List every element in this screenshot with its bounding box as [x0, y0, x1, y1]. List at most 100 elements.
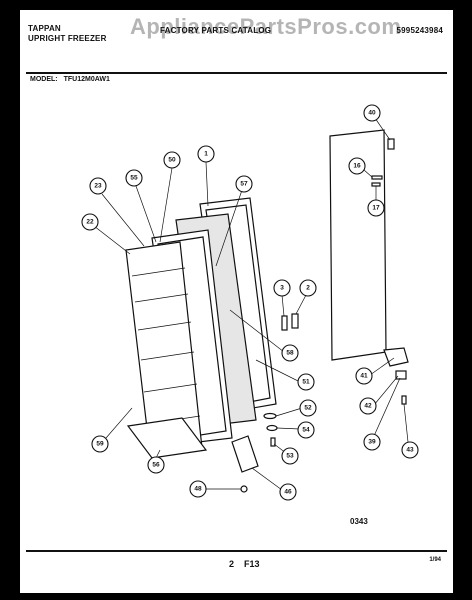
bottom-rule — [26, 550, 447, 552]
shelf-2 — [134, 293, 189, 303]
callout-50: 50 — [163, 151, 181, 169]
callout-56-label: 56 — [152, 462, 160, 469]
callout-43-label: 43 — [406, 447, 414, 454]
callout-23-label: 23 — [94, 183, 102, 190]
callout-48-label: 48 — [194, 486, 202, 493]
leader-39 — [373, 377, 401, 437]
callout-39: 39 — [363, 433, 381, 451]
callout-42: 42 — [359, 397, 377, 415]
callout-57-label: 57 — [240, 181, 248, 188]
shelf-5 — [143, 383, 198, 393]
callout-54-label: 54 — [302, 427, 310, 434]
callout-55-label: 55 — [130, 175, 138, 182]
revision-date: 1/94 — [429, 557, 441, 563]
callout-55: 55 — [125, 169, 143, 187]
callout-51-label: 51 — [302, 379, 310, 386]
model-line: MODEL: TFU12M0AW1 — [30, 76, 110, 83]
model-label: MODEL: — [30, 76, 58, 83]
callout-2-label: 2 — [306, 285, 310, 292]
leader-55 — [135, 185, 157, 243]
leader-23 — [101, 193, 145, 247]
door-stop-clip — [291, 313, 299, 329]
callout-16-label: 16 — [353, 163, 361, 170]
callout-1: 1 — [197, 145, 215, 163]
callout-16: 16 — [348, 157, 366, 175]
callout-23: 23 — [89, 177, 107, 195]
door-stop — [281, 315, 288, 331]
callout-1-label: 1 — [204, 151, 208, 158]
parts-sheet: AppliancePartsPros.com TAPPAN UPRIGHT FR… — [20, 10, 453, 593]
figure-id: 0343 — [350, 517, 368, 526]
leader-54 — [276, 427, 301, 430]
callout-3: 3 — [273, 279, 291, 297]
leader-50 — [159, 167, 173, 243]
callout-59: 59 — [91, 435, 109, 453]
washer — [263, 412, 277, 420]
leader-16 — [363, 169, 373, 178]
part-number: 5995243984 — [396, 26, 443, 35]
leader-52 — [275, 407, 303, 417]
leader-22 — [93, 225, 131, 255]
shelf-1 — [131, 267, 186, 277]
door-handle — [231, 435, 259, 473]
callout-40: 40 — [363, 104, 381, 122]
callout-57: 57 — [235, 175, 253, 193]
figure-code: F13 — [244, 559, 260, 569]
door-label — [371, 175, 383, 180]
hinge-pin-top — [387, 138, 395, 150]
callout-22: 22 — [81, 213, 99, 231]
page-footer: 2 F13 — [229, 559, 260, 569]
callout-41: 41 — [355, 367, 373, 385]
callout-53-label: 53 — [286, 453, 294, 460]
callout-2: 2 — [299, 279, 317, 297]
callout-40-label: 40 — [368, 110, 376, 117]
leader-40 — [374, 117, 391, 141]
callout-48: 48 — [189, 480, 207, 498]
leader-3 — [281, 294, 285, 317]
leader-59 — [105, 407, 133, 439]
callout-53: 53 — [281, 447, 299, 465]
leader-2 — [295, 294, 307, 315]
screw — [270, 437, 276, 447]
callout-58: 58 — [281, 344, 299, 362]
bottom-hinge — [383, 347, 409, 367]
leader-43 — [403, 403, 409, 443]
hinge-bushing — [395, 370, 407, 380]
leader-51 — [255, 359, 301, 383]
callout-17: 17 — [367, 199, 385, 217]
brand-label: TAPPAN — [28, 24, 61, 33]
callout-58-label: 58 — [286, 350, 294, 357]
callout-41-label: 41 — [360, 373, 368, 380]
callout-43: 43 — [401, 441, 419, 459]
leader-46 — [251, 467, 283, 491]
callout-46: 46 — [279, 483, 297, 501]
callout-3-label: 3 — [280, 285, 284, 292]
bottom-trim — [126, 417, 208, 459]
product-label: UPRIGHT FREEZER — [28, 34, 107, 43]
callout-46-label: 46 — [284, 489, 292, 496]
callout-17-label: 17 — [372, 205, 380, 212]
handle-screw — [240, 485, 248, 493]
catalog-label: FACTORY PARTS CATALOG — [160, 26, 272, 35]
page-number: 2 — [229, 559, 235, 569]
model-value: TFU12M0AW1 — [63, 76, 110, 83]
callout-22-label: 22 — [86, 219, 94, 226]
hinge-screw — [401, 395, 407, 405]
callout-54: 54 — [297, 421, 315, 439]
leader-1 — [205, 161, 209, 207]
callout-42-label: 42 — [364, 403, 372, 410]
callout-50-label: 50 — [168, 157, 176, 164]
leader-57 — [215, 189, 243, 267]
callout-59-label: 59 — [96, 441, 104, 448]
watermark: AppliancePartsPros.com — [130, 14, 402, 39]
callout-56: 56 — [147, 456, 165, 474]
exploded-diagram: 40 16 17 50 1 55 57 23 22 3 2 58 41 51 4… — [81, 104, 419, 501]
leader-58 — [229, 309, 285, 353]
top-rule — [26, 72, 447, 74]
callout-52: 52 — [299, 399, 317, 417]
shelf-4 — [140, 351, 195, 361]
callout-39-label: 39 — [368, 439, 376, 446]
leader-42 — [373, 375, 399, 406]
door-label-small — [371, 182, 381, 187]
shelf-3 — [137, 321, 192, 331]
